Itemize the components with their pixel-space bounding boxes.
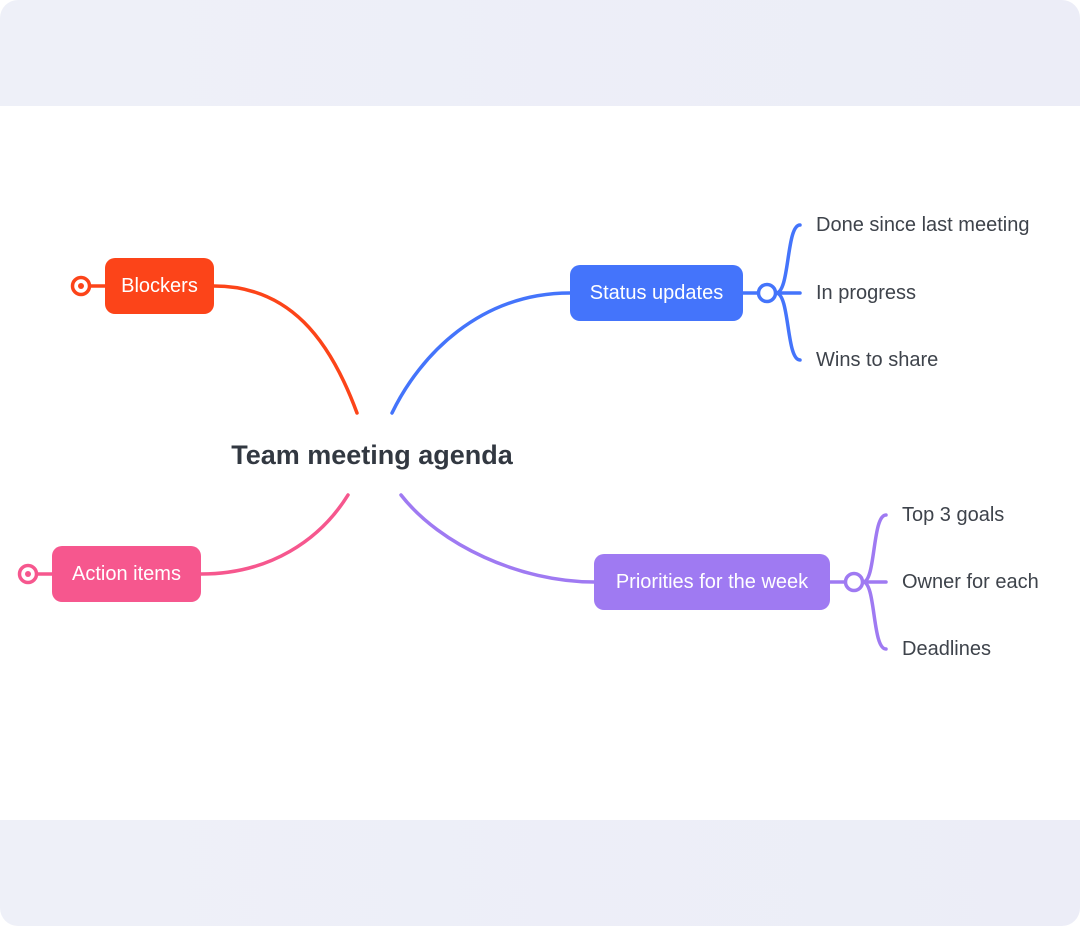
topic-priorities[interactable]: Priorities for the week xyxy=(594,554,830,610)
subtopic-done-since-last-meeting[interactable]: Done since last meeting xyxy=(816,213,1030,236)
root-topic[interactable]: Team meeting agenda xyxy=(231,439,513,470)
subtopic-top-3-goals[interactable]: Top 3 goals xyxy=(902,503,1005,526)
collapse-toggle-status-updates xyxy=(756,282,778,304)
mind-map-canvas[interactable] xyxy=(0,106,1080,820)
collapse-toggle-priorities xyxy=(843,571,865,593)
subtopic-in-progress[interactable]: In progress xyxy=(816,281,917,304)
subtopic-owner-for-each[interactable]: Owner for each xyxy=(902,570,1039,593)
connector-action-items xyxy=(199,493,350,576)
subtopic-deadlines[interactable]: Deadlines xyxy=(902,637,991,660)
connector-blockers xyxy=(212,284,359,415)
topic-action-items[interactable]: Action items xyxy=(52,546,201,602)
subtopic-wins-to-share[interactable]: Wins to share xyxy=(816,348,939,371)
connector-status-updates xyxy=(390,291,572,415)
connector-priorities xyxy=(399,493,596,584)
topic-status-updates[interactable]: Status updates xyxy=(570,265,743,321)
topic-blockers[interactable]: Blockers xyxy=(105,258,214,314)
